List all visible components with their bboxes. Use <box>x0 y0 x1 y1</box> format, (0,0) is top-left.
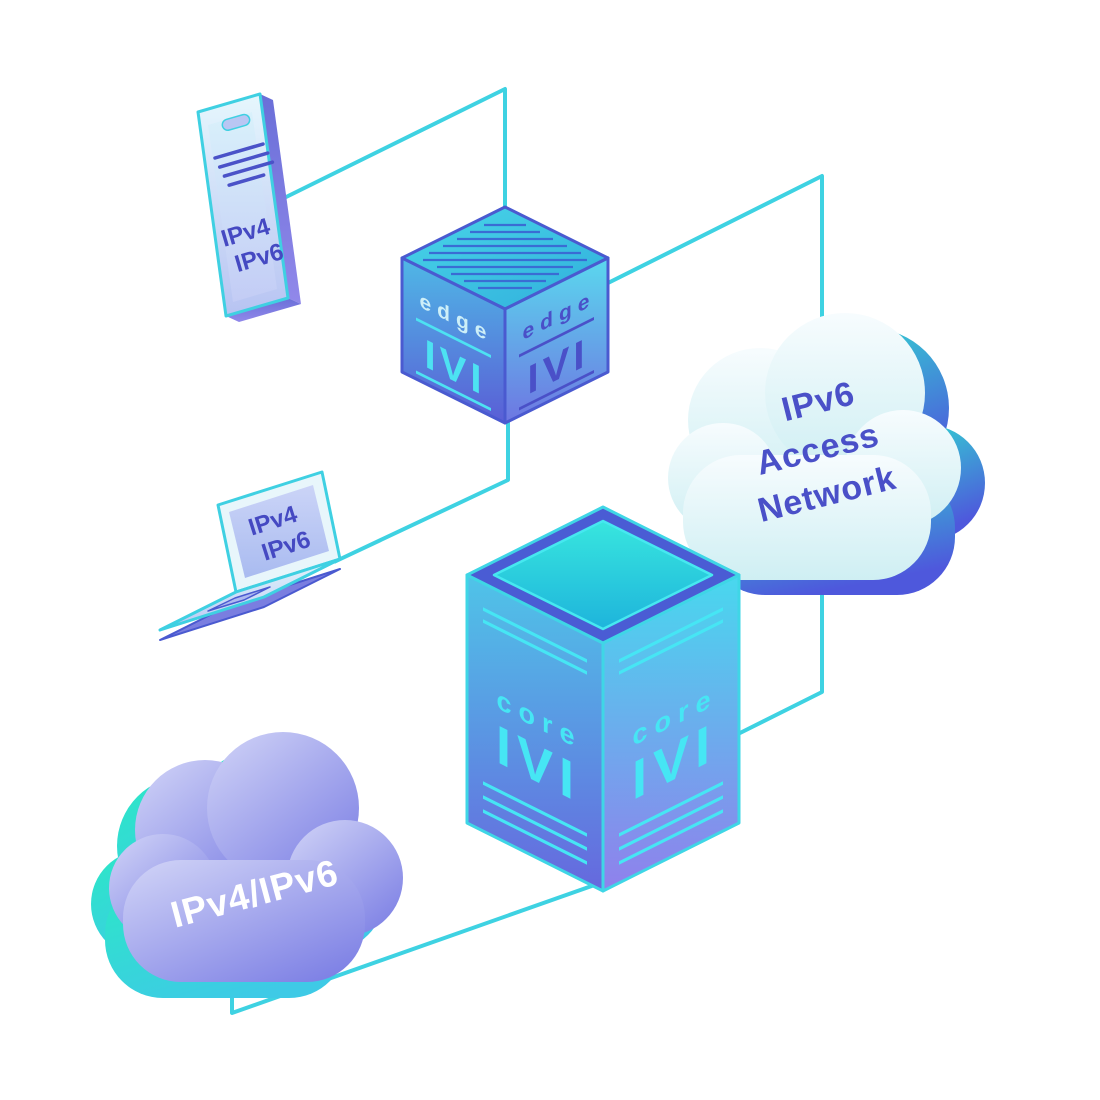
core-top-screen <box>492 519 714 631</box>
core-router-node: core IVI core IVI <box>465 505 741 893</box>
screen-line <box>217 151 270 169</box>
phone-screen-text-lines <box>213 142 275 187</box>
edge-cube-vent-lines <box>423 223 587 290</box>
face-rule <box>619 795 723 851</box>
face-rule <box>416 317 491 358</box>
cloud-base <box>683 455 931 580</box>
screen-line <box>227 173 266 187</box>
backbone-cloud-body <box>109 732 403 982</box>
phone-bottom-face <box>226 298 301 322</box>
edge-router-node: edge IVI edge IVI <box>400 205 610 425</box>
face-rule <box>519 370 594 411</box>
phone-side-face <box>260 94 301 304</box>
link-edge-laptop <box>333 412 510 564</box>
ipv6-access-cloud: IPv6 Access Network <box>668 313 985 595</box>
cloud-base <box>123 860 365 982</box>
screen-line <box>213 142 265 160</box>
face-rule <box>483 619 587 675</box>
ipv4-ipv6-cloud: IPv4/IPv6 <box>91 732 403 998</box>
ipv6-cloud-body <box>668 313 961 580</box>
link-phone-edge <box>275 87 507 262</box>
phone-screen <box>208 112 277 302</box>
phone-notch-bar <box>221 113 251 131</box>
face-rule <box>519 317 594 358</box>
screen-line <box>222 160 275 178</box>
face-rule <box>619 781 723 837</box>
laptop-node: IPv4 IPv6 <box>158 470 342 641</box>
laptop-trackpad <box>207 586 271 612</box>
face-rule <box>619 619 723 675</box>
phone-notch <box>221 113 251 131</box>
face-rule <box>483 795 587 851</box>
face-rule <box>483 809 587 865</box>
face-rule <box>416 370 491 411</box>
face-rule <box>619 607 723 663</box>
face-rule <box>483 607 587 663</box>
phone-node: IPv4 IPv6 <box>196 92 301 322</box>
face-rule <box>483 781 587 837</box>
laptop-screen-display <box>229 485 329 578</box>
laptop-base-bottom <box>159 568 341 641</box>
edge-cube-right-face <box>503 256 610 425</box>
face-rule <box>619 809 723 865</box>
